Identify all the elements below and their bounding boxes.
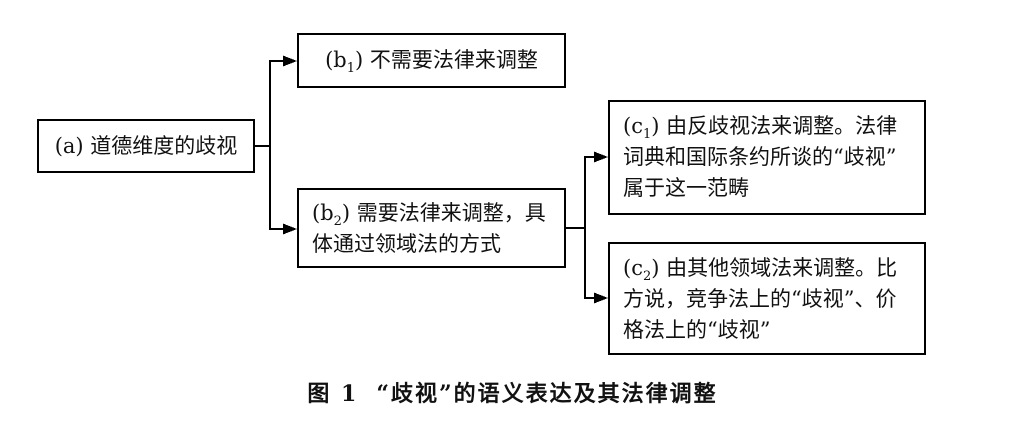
- arrowhead-icon: [594, 151, 608, 163]
- node-b1-label: (b1) 不需要法律来调整: [325, 48, 538, 77]
- node-a-label: (a) 道德维度的歧视: [54, 133, 238, 158]
- node-c2-other-field-law: (c2) 由其他领域法来调整。比 方说，竞争法上的“歧视”、价 格法上的“歧视”: [608, 242, 926, 355]
- node-b1-no-legal-regulation: (b1) 不需要法律来调整: [297, 33, 566, 88]
- node-subscript: 1: [346, 61, 356, 77]
- arrowhead-icon: [283, 223, 297, 235]
- node-subscript: 2: [642, 269, 652, 285]
- node-subscript: 1: [642, 127, 652, 143]
- node-subscript: 2: [333, 214, 342, 230]
- figure-caption: 图 1 “歧视”的语义表达及其法律调整: [0, 376, 1025, 408]
- figure-caption-label: 图 1: [307, 381, 359, 407]
- node-b2-needs-legal-regulation: (b2) 需要法律来调整，具 体通过领域法的方式: [297, 188, 566, 268]
- node-c1-label: (c1) 由反歧视法来调整。法律 词典和国际条约所谈的“歧视” 属于这一范畴: [623, 114, 898, 200]
- node-a-moral-discrimination: (a) 道德维度的歧视: [37, 119, 255, 173]
- figure-caption-title: “歧视”的语义表达及其法律调整: [376, 381, 718, 407]
- arrowhead-icon: [283, 55, 297, 67]
- node-c1-anti-discrimination-law: (c1) 由反歧视法来调整。法律 词典和国际条约所谈的“歧视” 属于这一范畴: [608, 100, 926, 215]
- node-b2-label: (b2) 需要法律来调整，具 体通过领域法的方式: [312, 201, 546, 256]
- node-c2-label: (c2) 由其他领域法来调整。比 方说，竞争法上的“歧视”、价 格法上的“歧视”: [623, 256, 898, 342]
- arrowhead-icon: [594, 292, 608, 304]
